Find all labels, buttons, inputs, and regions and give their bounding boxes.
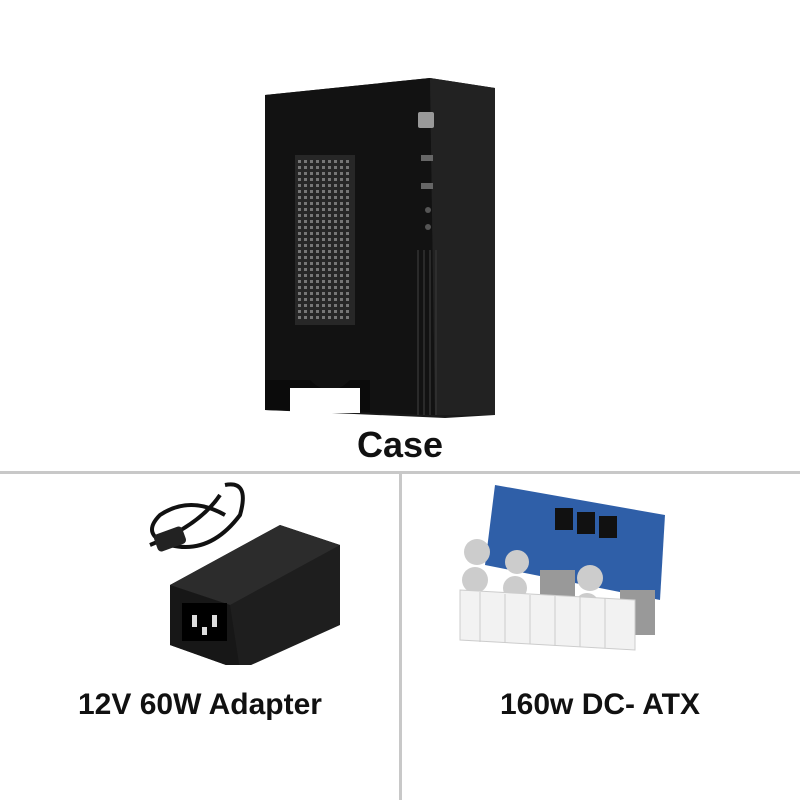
dc-atx-board-image (459, 485, 665, 651)
product-label-adapter: 12V 60W Adapter (78, 688, 322, 721)
power-adapter-image (149, 482, 340, 665)
product-label-dc-atx: 160w DC- ATX (499, 688, 701, 721)
product-label-case: Case (356, 424, 444, 465)
pc-case-image (265, 78, 495, 418)
vertical-divider (399, 472, 402, 800)
